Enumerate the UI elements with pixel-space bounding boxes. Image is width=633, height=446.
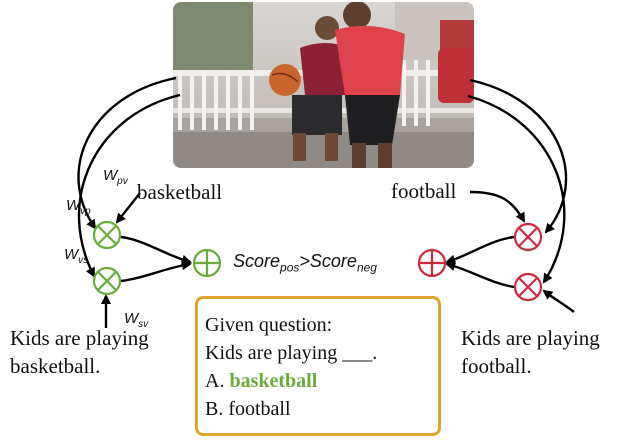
sum-operator-negative (417, 248, 447, 278)
score-comparison: Scorepos>Scoreneg (233, 251, 377, 275)
sentence-right: Kids are playing football. (461, 326, 600, 378)
multiply-operator-word-left (92, 220, 122, 250)
option-a-answer: basketball (229, 370, 318, 392)
question-box: Given question: Kids are playing ___. A.… (195, 296, 441, 436)
sentence-left: Kids are playing basketball. (10, 326, 149, 378)
word-basketball: basketball (137, 180, 223, 204)
multiply-operator-word-right (513, 222, 543, 252)
word-football: football (391, 179, 457, 203)
question-title: Given question: (205, 314, 333, 336)
sum-operator-positive (192, 248, 222, 278)
weight-label-vp: Wvp (66, 197, 91, 217)
multiply-operator-sentence-right (513, 272, 543, 302)
option-b: B. football (205, 398, 291, 420)
weight-label-vs: Wvs (64, 246, 89, 266)
photo-kids-playing-basketball (173, 2, 474, 168)
option-a: A. basketball (205, 370, 318, 392)
weight-label-pv: Wpv (103, 167, 128, 187)
multiply-operator-sentence-left (92, 266, 122, 296)
question-prompt: Kids are playing ___. (205, 342, 378, 364)
weight-label-sv: Wsv (124, 310, 149, 330)
